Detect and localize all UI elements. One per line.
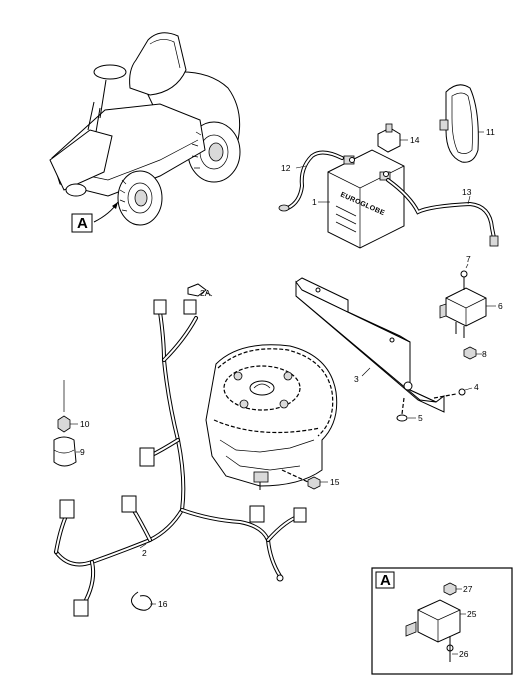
detail-box-a: A 25 27 26 <box>371 567 513 675</box>
battery: EUROGLOBE 1 <box>312 149 405 249</box>
nut-10: 10 <box>57 380 90 433</box>
callout-15: 15 <box>330 477 340 487</box>
callout-4: 4 <box>474 382 479 392</box>
relay-6: 6 <box>439 287 503 338</box>
callout-5: 5 <box>418 413 423 423</box>
screw-7: 7 <box>460 254 471 290</box>
battery-cable-12: 12 <box>278 150 344 212</box>
callout-25: 25 <box>467 609 477 619</box>
tractor-illustration: A <box>49 32 241 233</box>
callout-12: 12 <box>281 163 291 173</box>
battery-cover-11: 11 <box>439 84 495 163</box>
mounting-bracket-3: 3 <box>295 277 445 413</box>
callout-26: 26 <box>459 649 469 659</box>
callout-9: 9 <box>80 447 85 457</box>
callout-13: 13 <box>462 187 472 197</box>
screw-15: 15 <box>307 476 340 490</box>
callout-1: 1 <box>312 197 317 207</box>
callout-16: 16 <box>158 599 168 609</box>
callout-2: 2 <box>142 548 147 558</box>
detail-a-label: A <box>77 215 88 232</box>
wiring-harness-2: 2 <box>54 299 307 617</box>
harness-clip-2a: 2A <box>187 283 213 298</box>
engine <box>205 344 338 490</box>
callout-11: 11 <box>486 127 495 137</box>
callout-10: 10 <box>80 419 90 429</box>
cable-tie-16: 16 <box>131 591 168 611</box>
detail-box-a-label: A <box>380 572 391 589</box>
callout-6: 6 <box>498 301 503 311</box>
battery-cable-13: 13 <box>386 178 499 247</box>
callout-27: 27 <box>463 584 473 594</box>
nut-8: 8 <box>463 346 487 360</box>
callout-3: 3 <box>354 374 359 384</box>
callout-2a: 2A <box>200 288 211 298</box>
callout-14: 14 <box>410 135 420 145</box>
washer-5: 5 <box>396 397 423 423</box>
callout-7: 7 <box>466 254 471 264</box>
ignition-switch-9: 9 <box>53 436 85 467</box>
bolt-4: 4 <box>433 382 479 399</box>
terminal-14: 14 <box>377 123 420 153</box>
callout-8: 8 <box>482 349 487 359</box>
